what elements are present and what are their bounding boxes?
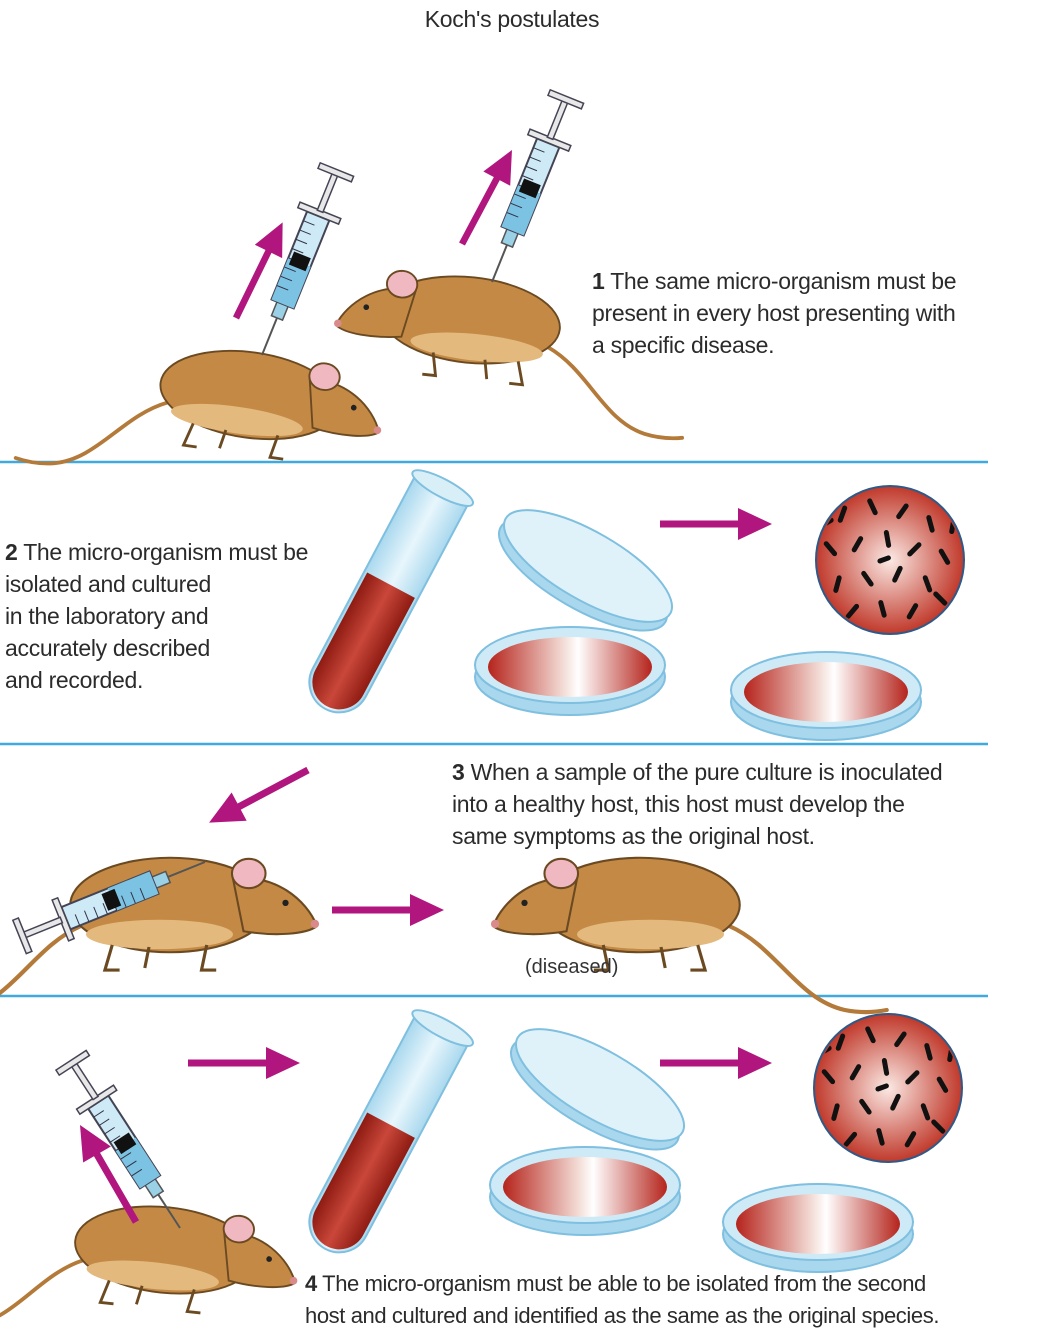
- divider-lines: [0, 460, 988, 998]
- bacteria-magnified-icon: [816, 486, 964, 634]
- arrow-icon: [660, 508, 772, 540]
- test-tube-icon: [294, 1003, 478, 1266]
- step-2-text: 2 The micro-organism must be isolated an…: [5, 539, 309, 693]
- step-4-text: 4 The micro-organism must be able to be …: [305, 1271, 940, 1328]
- step-number: 4: [305, 1271, 317, 1296]
- arrow-icon: [332, 894, 444, 926]
- page-title: Koch's postulates: [424, 6, 600, 32]
- petri-dish-icon: [494, 1007, 701, 1172]
- step-number: 1: [592, 268, 605, 294]
- petri-dish-icon: [722, 1183, 914, 1273]
- mouse-icon: [13, 319, 392, 512]
- petri-dish-icon: [489, 1146, 681, 1236]
- arrow-icon: [202, 756, 316, 837]
- arrow-icon: [188, 1047, 300, 1079]
- step-1-text: 1 The same micro-organism must be presen…: [592, 268, 957, 358]
- mouse-icon: [491, 858, 887, 1012]
- diseased-label: (diseased): [525, 956, 619, 978]
- mouse-icon: [0, 1182, 306, 1340]
- arrow-icon: [660, 1047, 772, 1079]
- section-2-artwork: [294, 463, 964, 741]
- petri-dish-icon: [474, 626, 666, 716]
- syringe-icon: [240, 160, 359, 365]
- step-number: 2: [5, 539, 18, 565]
- bacteria-magnified-icon: [814, 1014, 962, 1162]
- step-number: 3: [452, 759, 465, 785]
- petri-dish-icon: [730, 651, 922, 741]
- step-3-text: 3 When a sample of the pure culture is i…: [452, 759, 943, 849]
